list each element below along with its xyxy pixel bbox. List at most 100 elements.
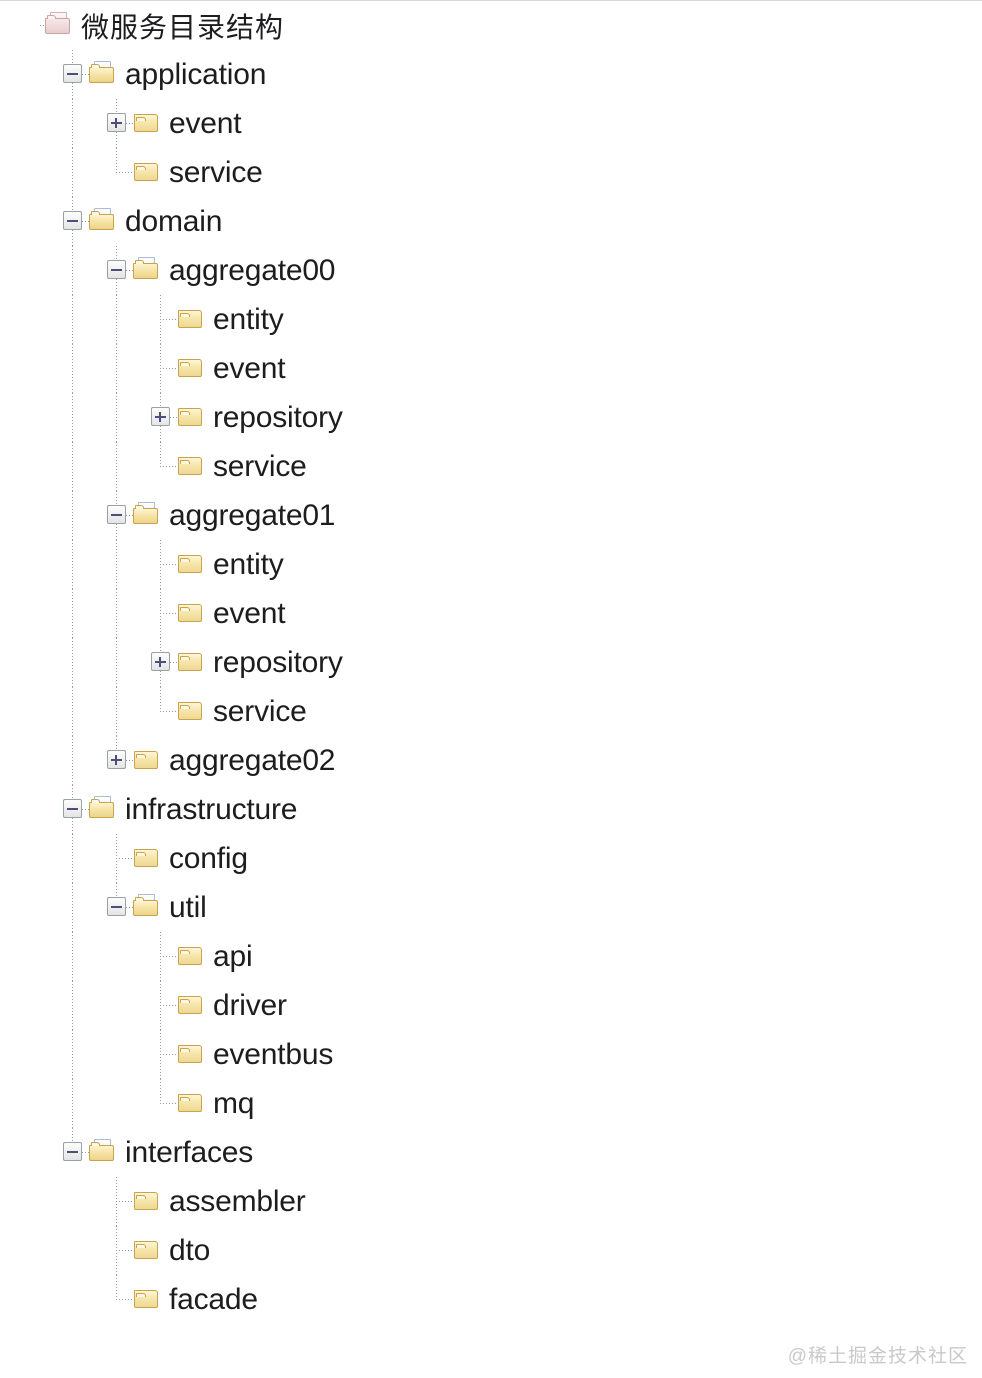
tree-node-label[interactable]: api (213, 940, 253, 973)
tree-row[interactable]: service (0, 442, 982, 491)
folder-open-icon (133, 894, 159, 918)
tree-row[interactable]: entity (0, 540, 982, 589)
tree-row[interactable]: api (0, 932, 982, 981)
tree-row[interactable]: domain (0, 197, 982, 246)
tree-guide-line (160, 1079, 161, 1103)
tree-guide-line (126, 123, 133, 124)
tree-node-label[interactable]: dto (169, 1234, 211, 1267)
tree-guide-line (116, 638, 117, 687)
tree-guide-line (116, 540, 117, 589)
tree-row[interactable]: service (0, 687, 982, 736)
folder-closed-icon (177, 1090, 203, 1114)
tree-node-label[interactable]: event (213, 597, 286, 630)
expand-toggle-icon[interactable] (107, 750, 126, 769)
tree-node-label[interactable]: entity (213, 303, 284, 336)
tree-guide-line (126, 515, 133, 516)
tree-node-label[interactable]: repository (213, 646, 343, 679)
folder-closed-icon (133, 110, 159, 134)
collapse-toggle-icon[interactable] (63, 799, 82, 818)
tree-row[interactable]: repository (0, 393, 982, 442)
folder-closed-icon (177, 649, 203, 673)
tree-guide-line (160, 711, 177, 712)
expand-toggle-icon[interactable] (151, 407, 170, 426)
tree-row[interactable]: util (0, 883, 982, 932)
folder-open-icon (89, 61, 115, 85)
tree-guide-line (72, 1128, 73, 1152)
tree-guide-line (72, 1079, 73, 1128)
tree-node-label[interactable]: util (169, 891, 207, 924)
tree-row[interactable]: event (0, 344, 982, 393)
tree-node-label[interactable]: service (169, 156, 263, 189)
collapse-toggle-icon[interactable] (63, 64, 82, 83)
tree-node-label[interactable]: repository (213, 401, 343, 434)
tree-guide-line (82, 1152, 89, 1153)
tree-row[interactable]: aggregate02 (0, 736, 982, 785)
folder-open-icon (89, 1139, 115, 1163)
tree-node-label[interactable]: infrastructure (125, 793, 298, 826)
tree-node-label[interactable]: assembler (169, 1185, 306, 1218)
tree-node-label[interactable]: domain (125, 205, 223, 238)
tree-row[interactable]: application (0, 50, 982, 99)
tree-guide-line (82, 221, 89, 222)
collapse-toggle-icon[interactable] (63, 1142, 82, 1161)
folder-closed-icon (177, 355, 203, 379)
directory-tree: 微服务目录结构 application event service domain aggr… (0, 1, 982, 1324)
tree-row[interactable]: service (0, 148, 982, 197)
folder-open-icon (89, 796, 115, 820)
tree-node-label[interactable]: service (213, 450, 307, 483)
tree-node-label[interactable]: facade (169, 1283, 258, 1316)
tree-row[interactable]: interfaces (0, 1128, 982, 1177)
collapse-toggle-icon[interactable] (107, 897, 126, 916)
tree-node-label[interactable]: interfaces (125, 1136, 254, 1169)
folder-closed-icon (177, 992, 203, 1016)
collapse-toggle-icon[interactable] (107, 260, 126, 279)
folder-closed-icon (133, 1237, 159, 1261)
tree-guide-line (116, 442, 117, 491)
tree-node-label[interactable]: config (169, 842, 248, 875)
tree-node-label[interactable]: 微服务目录结构 (81, 12, 285, 43)
tree-row[interactable]: config (0, 834, 982, 883)
tree-node-label[interactable]: aggregate02 (169, 744, 336, 777)
tree-row[interactable]: assembler (0, 1177, 982, 1226)
tree-row[interactable]: aggregate01 (0, 491, 982, 540)
tree-node-label[interactable]: aggregate01 (169, 499, 336, 532)
tree-row[interactable]: eventbus (0, 1030, 982, 1079)
tree-guide-line (160, 368, 177, 369)
collapse-toggle-icon[interactable] (107, 505, 126, 524)
folder-open-icon (133, 257, 159, 281)
tree-row[interactable]: infrastructure (0, 785, 982, 834)
tree-row[interactable]: event (0, 589, 982, 638)
tree-row[interactable]: dto (0, 1226, 982, 1275)
folder-closed-icon (177, 551, 203, 575)
tree-guide-line (160, 442, 161, 466)
tree-node-label[interactable]: event (213, 352, 286, 385)
tree-node-label[interactable]: application (125, 58, 267, 91)
tree-row[interactable]: repository (0, 638, 982, 687)
folder-closed-icon (133, 747, 159, 771)
folder-closed-icon (177, 698, 203, 722)
tree-guide-line (160, 687, 161, 711)
tree-row[interactable]: entity (0, 295, 982, 344)
tree-node-label[interactable]: driver (213, 989, 287, 1022)
folder-closed-icon (177, 453, 203, 477)
tree-node-label[interactable]: entity (213, 548, 284, 581)
tree-node-label[interactable]: eventbus (213, 1038, 334, 1071)
tree-node-label[interactable]: aggregate00 (169, 254, 336, 287)
tree-row[interactable]: driver (0, 981, 982, 1030)
tree-node-label[interactable]: mq (213, 1087, 255, 1120)
tree-row[interactable]: facade (0, 1275, 982, 1324)
tree-row[interactable]: aggregate00 (0, 246, 982, 295)
folder-closed-icon (177, 1041, 203, 1065)
tree-guide-line (160, 956, 177, 957)
tree-row[interactable]: mq (0, 1079, 982, 1128)
tree-guide-line (160, 1103, 177, 1104)
expand-toggle-icon[interactable] (107, 113, 126, 132)
collapse-toggle-icon[interactable] (63, 211, 82, 230)
tree-row[interactable]: event (0, 99, 982, 148)
expand-toggle-icon[interactable] (151, 652, 170, 671)
tree-guide-line (72, 99, 73, 148)
tree-row[interactable]: 微服务目录结构 (0, 1, 982, 50)
tree-node-label[interactable]: event (169, 107, 242, 140)
tree-node-label[interactable]: service (213, 695, 307, 728)
watermark: @稀土掘金技术社区 (787, 1346, 968, 1367)
